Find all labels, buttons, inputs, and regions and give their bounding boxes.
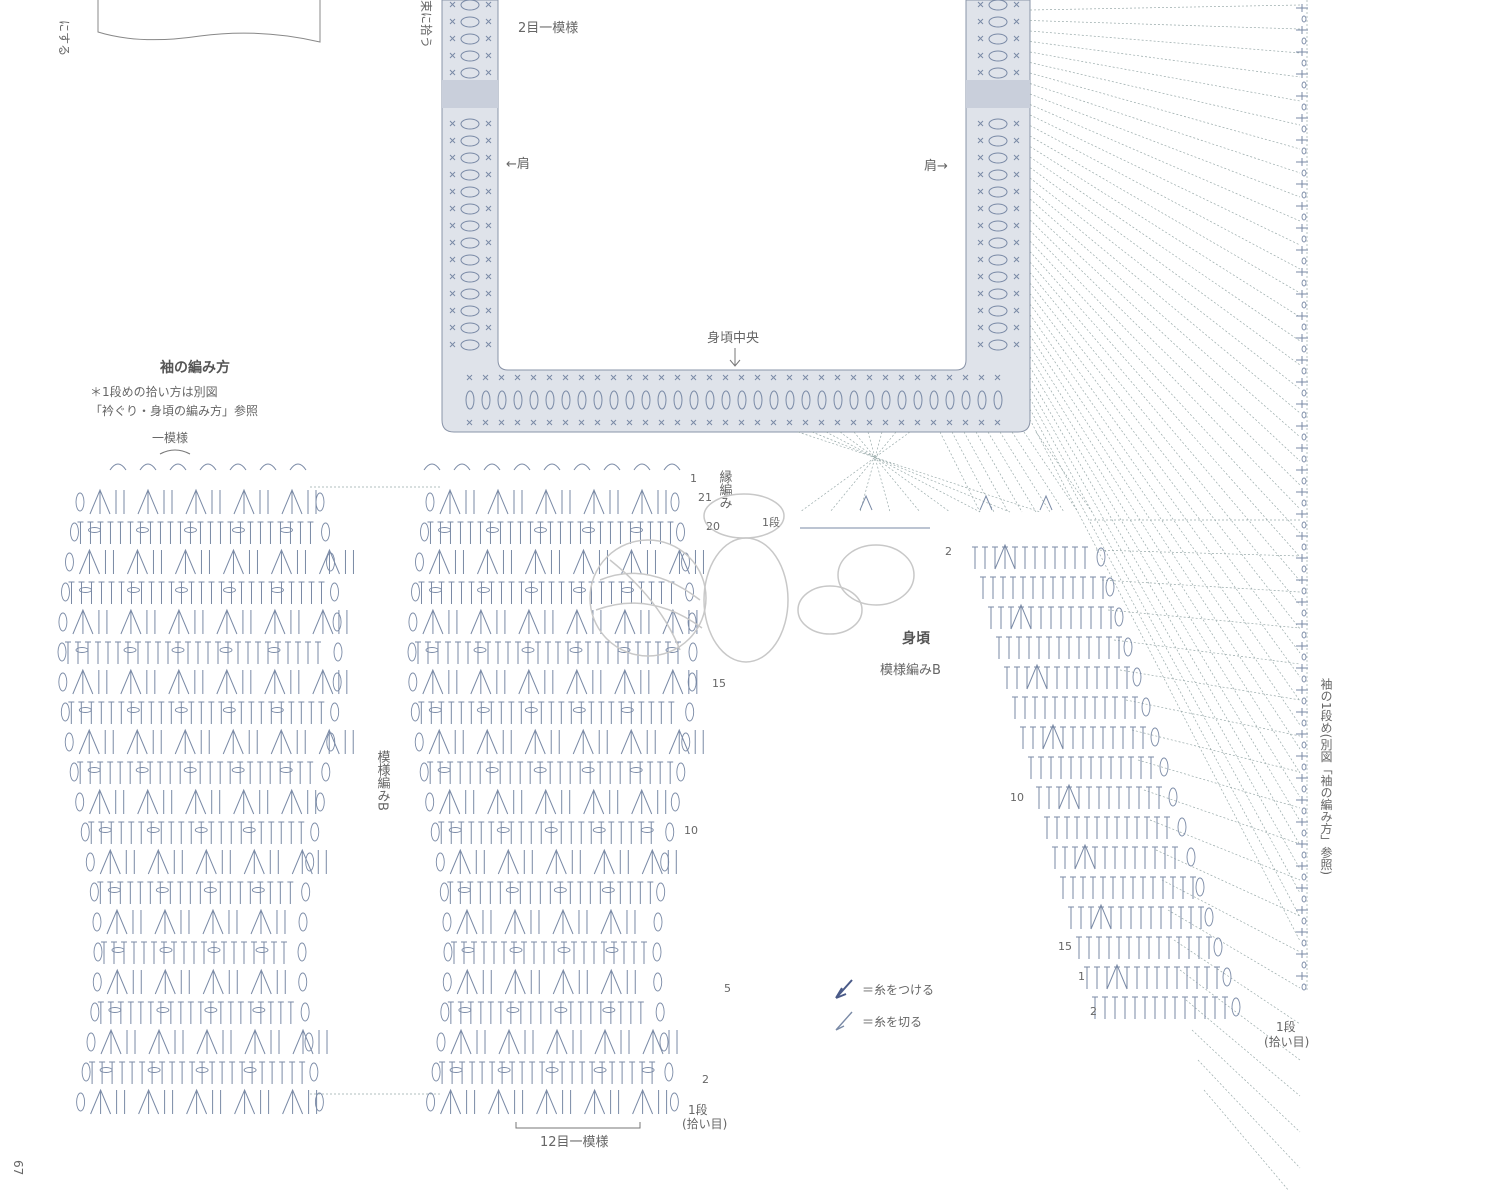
cut-yarn-label: ＝糸を切る [862,1015,922,1029]
two-st-pattern-label: 2目一模様 [518,21,578,36]
sleeve-row-15: 15 [712,677,726,690]
twelve-st-bracket [515,1122,641,1129]
body-row-2: 2 [945,545,952,558]
sleeve-row-10: 10 [684,824,698,837]
body-title: 身頃 [902,630,931,647]
sleeve-chart-left [57,463,354,1115]
body-center-arrow [729,348,741,367]
top-left-partial-label: にする [57,20,71,56]
join-yarn-label: ＝糸をつける [862,983,934,997]
sleeve-note-1: ＊1段めの拾い方は別図 [90,384,218,399]
neckband [441,0,1031,433]
body-row-2b: 2 [1090,1005,1097,1018]
body-row-10: 10 [1010,791,1024,804]
body-row-15: 15 [1058,940,1072,953]
bunch-pick-label: 束に拾う [419,0,434,48]
right-row1-a: 1段 [1276,1019,1296,1034]
right-row1-b: (拾い目) [1264,1034,1309,1049]
body-chart [800,494,1241,1019]
body-row-numbers: 1段 2 10 15 1 2 [762,515,1097,1018]
shoulder-left-label: ←肩 [506,156,530,172]
sleeve-note-2: 「衿ぐり・身頃の編み方」参照 [90,403,258,418]
body-row-1: 1 [1078,970,1085,983]
join-yarn-icon [835,979,853,999]
guide-lines [797,4,1301,1190]
yarn-ball-watermark [589,493,915,663]
sleeve-row1-note: 袖の1段め(別図「袖の編み方」参照) [1319,677,1333,875]
sleeve-row1-b: (拾い目) [682,1116,727,1131]
one-pattern-label: 一模様 [152,431,188,445]
sleeve-row-2: 2 [702,1073,709,1086]
sleeve-row-numbers: 1 21 20 15 10 5 2 [684,472,731,1086]
sleeve-row-5: 5 [724,982,731,995]
edging-label: 縁編み [717,469,733,509]
one-pattern-bracket [159,449,191,455]
right-stitch-column [1296,4,1308,991]
cut-yarn-icon [835,1011,853,1031]
twelve-st-pattern-label: 12目一模様 [540,1135,609,1150]
pattern-b-vertical-label: 模様編みB [375,750,391,811]
sleeve-row-20: 20 [706,520,720,533]
sleeve-chart-right [407,463,704,1115]
sleeve-title: 袖の編み方 [160,359,230,376]
skirt-sketch [97,0,321,43]
shoulder-right-label: 肩→ [924,158,948,174]
body-pattern-label: 模様編みB [880,662,941,678]
page-number: 67 [11,1160,25,1175]
body-row-1dan: 1段 [762,515,780,529]
sleeve-row-21: 21 [698,491,712,504]
sleeve-row1-a: 1段 [688,1102,708,1117]
legend: ＝糸をつける ＝糸を切る [835,979,934,1031]
body-center-label: 身頃中央 [707,330,759,346]
sleeve-row-1: 1 [690,472,697,485]
